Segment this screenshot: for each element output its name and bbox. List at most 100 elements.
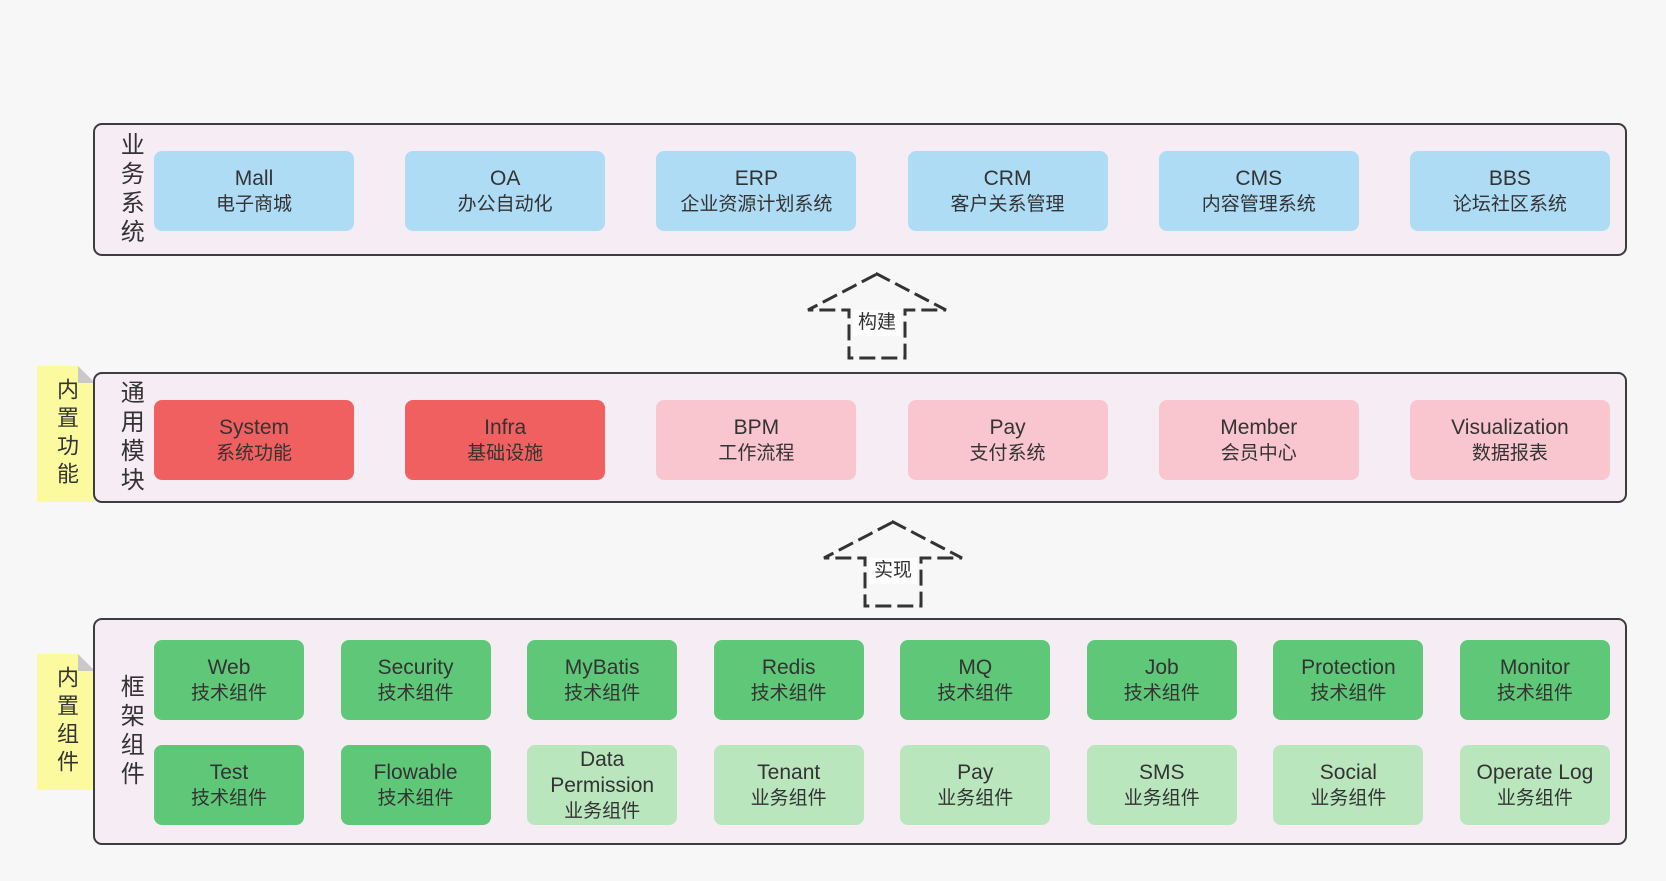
box-title: ERP: [734, 166, 778, 190]
box-title: MyBatis: [564, 655, 640, 679]
box-title: OA: [490, 166, 521, 190]
box-title: MQ: [958, 655, 993, 679]
box-subtitle: 电子商城: [215, 193, 292, 215]
box-subtitle: 业务组件: [564, 800, 641, 822]
box-subtitle: 企业资源计划系统: [680, 193, 833, 215]
box-title: Redis: [761, 655, 816, 679]
box-infra: Infra 基础设施: [405, 400, 606, 480]
box-title: Visualization: [1451, 415, 1569, 439]
box-flowable: Flowable 技术组件: [340, 745, 491, 825]
box-title: Social: [1319, 760, 1377, 784]
box-title: System: [218, 415, 289, 439]
build-arrow-label: 构建: [852, 310, 902, 336]
box-subtitle: 工作流程: [718, 442, 795, 464]
box-title: Tenant: [757, 760, 821, 784]
sticky-note-text: 内置组件: [54, 666, 79, 778]
box-subtitle: 技术组件: [750, 682, 827, 704]
box-subtitle: 业务组件: [750, 787, 827, 809]
implement-arrow: 实现: [818, 518, 968, 610]
box-title: CMS: [1235, 166, 1283, 190]
common-modules-band: 通用模块 System 系统功能 Infra 基础设施 BPM 工作流程 Pay…: [93, 372, 1627, 503]
box-subtitle: 办公自动化: [457, 193, 553, 215]
business-box-row: Mall 电子商城 OA 办公自动化 ERP 企业资源计划系统 CRM 客户关系…: [154, 151, 1610, 231]
box-title: Protection: [1301, 655, 1396, 679]
box-subtitle: 技术组件: [1123, 682, 1200, 704]
sticky-note-builtin-features: 内置功能: [37, 366, 95, 502]
box-job: Job 技术组件: [1086, 640, 1237, 720]
box-mall: Mall 电子商城: [154, 151, 354, 231]
box-title: Pay: [957, 760, 994, 784]
sticky-note-builtin-components: 内置组件: [37, 654, 95, 790]
components-box-row-2: Test 技术组件 Flowable 技术组件 Data Permission …: [154, 745, 1610, 825]
box-protection: Protection 技术组件: [1273, 640, 1424, 720]
box-crm: CRM 客户关系管理: [907, 151, 1108, 231]
box-subtitle: 技术组件: [564, 682, 641, 704]
box-social: Social 业务组件: [1273, 745, 1424, 825]
band-label-components: 框架组件: [116, 673, 144, 790]
box-system: System 系统功能: [154, 400, 354, 480]
band-label-modules: 通用模块: [116, 379, 144, 496]
box-title: SMS: [1139, 760, 1185, 784]
box-subtitle: 支付系统: [969, 442, 1046, 464]
box-subtitle: 会员中心: [1220, 442, 1297, 464]
box-sms: SMS 业务组件: [1086, 745, 1237, 825]
box-title: Web: [207, 655, 251, 679]
business-systems-band: 业务系统 Mall 电子商城 OA 办公自动化 ERP 企业资源计划系统 CRM…: [93, 123, 1627, 256]
box-subtitle: 业务组件: [1496, 787, 1573, 809]
box-pay-component: Pay 业务组件: [900, 745, 1051, 825]
box-subtitle: 技术组件: [937, 682, 1014, 704]
box-subtitle: 业务组件: [937, 787, 1014, 809]
box-web: Web 技术组件: [154, 640, 304, 720]
box-title: Test: [209, 760, 249, 784]
box-member: Member 会员中心: [1158, 400, 1359, 480]
box-subtitle: 技术组件: [190, 682, 267, 704]
box-oa: OA 办公自动化: [405, 151, 606, 231]
box-title: Mall: [234, 166, 274, 190]
box-title: Data Permission: [550, 747, 655, 797]
box-mybatis: MyBatis 技术组件: [527, 640, 678, 720]
box-subtitle: 内容管理系统: [1201, 193, 1316, 215]
box-title: Infra: [484, 415, 527, 439]
box-subtitle: 论坛社区系统: [1452, 193, 1567, 215]
box-title: BPM: [733, 415, 780, 439]
sticky-note-text: 内置功能: [54, 378, 79, 490]
box-bbs: BBS 论坛社区系统: [1409, 151, 1610, 231]
box-test: Test 技术组件: [154, 745, 304, 825]
box-title: Operate Log: [1476, 760, 1594, 784]
box-subtitle: 业务组件: [1310, 787, 1387, 809]
box-monitor: Monitor 技术组件: [1459, 640, 1610, 720]
build-arrow: 构建: [802, 270, 952, 362]
box-title: Security: [377, 655, 454, 679]
box-tenant: Tenant 业务组件: [713, 745, 864, 825]
box-title: Pay: [989, 415, 1026, 439]
box-data-permission: Data Permission 业务组件: [527, 745, 678, 825]
box-erp: ERP 企业资源计划系统: [656, 151, 857, 231]
box-mq: MQ 技术组件: [900, 640, 1051, 720]
band-label-business: 业务系统: [116, 131, 144, 248]
box-subtitle: 基础设施: [467, 442, 544, 464]
box-subtitle: 技术组件: [1496, 682, 1573, 704]
box-subtitle: 技术组件: [377, 787, 454, 809]
box-title: CRM: [983, 166, 1032, 190]
box-title: BBS: [1488, 166, 1531, 190]
box-subtitle: 业务组件: [1123, 787, 1200, 809]
components-box-row-1: Web 技术组件 Security 技术组件 MyBatis 技术组件 Redi…: [154, 640, 1610, 720]
box-redis: Redis 技术组件: [713, 640, 864, 720]
box-subtitle: 技术组件: [1310, 682, 1387, 704]
box-operate-log: Operate Log 业务组件: [1459, 745, 1610, 825]
box-subtitle: 数据报表: [1471, 442, 1548, 464]
box-subtitle: 技术组件: [377, 682, 454, 704]
box-subtitle: 技术组件: [190, 787, 267, 809]
box-bpm: BPM 工作流程: [656, 400, 857, 480]
box-visualization: Visualization 数据报表: [1409, 400, 1610, 480]
box-title: Job: [1144, 655, 1179, 679]
framework-components-band: 框架组件 Web 技术组件 Security 技术组件 MyBatis 技术组件…: [93, 618, 1627, 845]
box-security: Security 技术组件: [340, 640, 491, 720]
box-cms: CMS 内容管理系统: [1158, 151, 1359, 231]
box-subtitle: 客户关系管理: [950, 193, 1065, 215]
box-title: Monitor: [1499, 655, 1570, 679]
box-title: Member: [1220, 415, 1298, 439]
box-title: Flowable: [373, 760, 458, 784]
implement-arrow-label: 实现: [868, 558, 918, 584]
